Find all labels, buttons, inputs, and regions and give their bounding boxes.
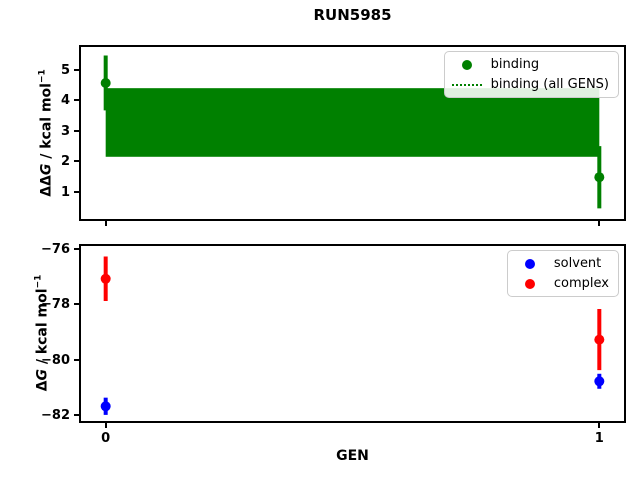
legend-dot-icon [515, 278, 545, 289]
solvent-point [594, 376, 605, 387]
legend-label: solvent [553, 256, 602, 271]
y-tick [74, 68, 79, 71]
figure-title: RUN5985 [313, 6, 392, 24]
y-tick-label: 3 [60, 123, 70, 139]
legend-dotted-line-icon [451, 83, 482, 86]
legend-marker [524, 258, 535, 269]
legend-label: binding [490, 57, 540, 72]
free-energy-plot-axes: solvent complex [79, 244, 626, 423]
x-tick [598, 221, 601, 226]
y-tick [74, 414, 79, 417]
complex-point [100, 273, 111, 284]
y-tick-label: 5 [60, 62, 70, 78]
y-tick-label: −80 [41, 352, 70, 368]
x-tick [104, 221, 107, 226]
free-energy-legend: solvent complex [506, 250, 619, 297]
binding-point [100, 77, 111, 88]
legend-item-complex: complex [515, 276, 609, 291]
y-tick-label: 1 [60, 184, 70, 200]
binding-plot-axes: binding binding (all GENS) [79, 45, 626, 221]
x-tick-label: 1 [594, 431, 604, 446]
x-tick [104, 423, 107, 428]
free-energy-y-axis-label: ΔG / kcal mol−1 [34, 275, 51, 392]
legend-item-binding: binding [452, 57, 609, 72]
legend-label: binding (all GENS) [490, 77, 609, 92]
legend-marker [461, 59, 472, 70]
ylabel-variable: G [34, 369, 51, 381]
x-tick [598, 423, 601, 428]
ylabel-superscript: −1 [33, 274, 44, 289]
legend-item-solvent: solvent [515, 256, 609, 271]
legend-item-binding-all-gens-: binding (all GENS) [451, 77, 609, 92]
y-tick-label: 2 [60, 154, 70, 170]
legend-marker [524, 278, 535, 289]
x-axis-label: GEN [336, 448, 369, 464]
binding-plot-canvas [100, 55, 605, 209]
legend-label: complex [553, 276, 609, 291]
y-tick [74, 99, 79, 102]
y-tick [74, 160, 79, 163]
all-gens-band [105, 88, 600, 157]
ylabel-prefix: Δ [34, 380, 51, 392]
x-tick-label: 0 [101, 431, 111, 446]
legend-dot-icon [452, 59, 482, 70]
y-tick-label: 4 [60, 93, 70, 109]
y-tick [74, 190, 79, 193]
binding-point [594, 172, 605, 183]
legend-marker [451, 83, 482, 86]
y-tick [74, 129, 79, 132]
legend-dot-icon [515, 258, 545, 269]
free-energy-plot-canvas [100, 256, 605, 415]
y-tick-label: −78 [41, 297, 70, 313]
y-tick [74, 303, 79, 306]
y-tick-label: −76 [41, 241, 70, 257]
y-tick [74, 358, 79, 361]
y-tick-label: −82 [41, 408, 70, 424]
binding-legend: binding binding (all GENS) [443, 51, 619, 98]
solvent-point [100, 401, 111, 412]
y-tick [74, 247, 79, 250]
complex-point [594, 334, 605, 345]
